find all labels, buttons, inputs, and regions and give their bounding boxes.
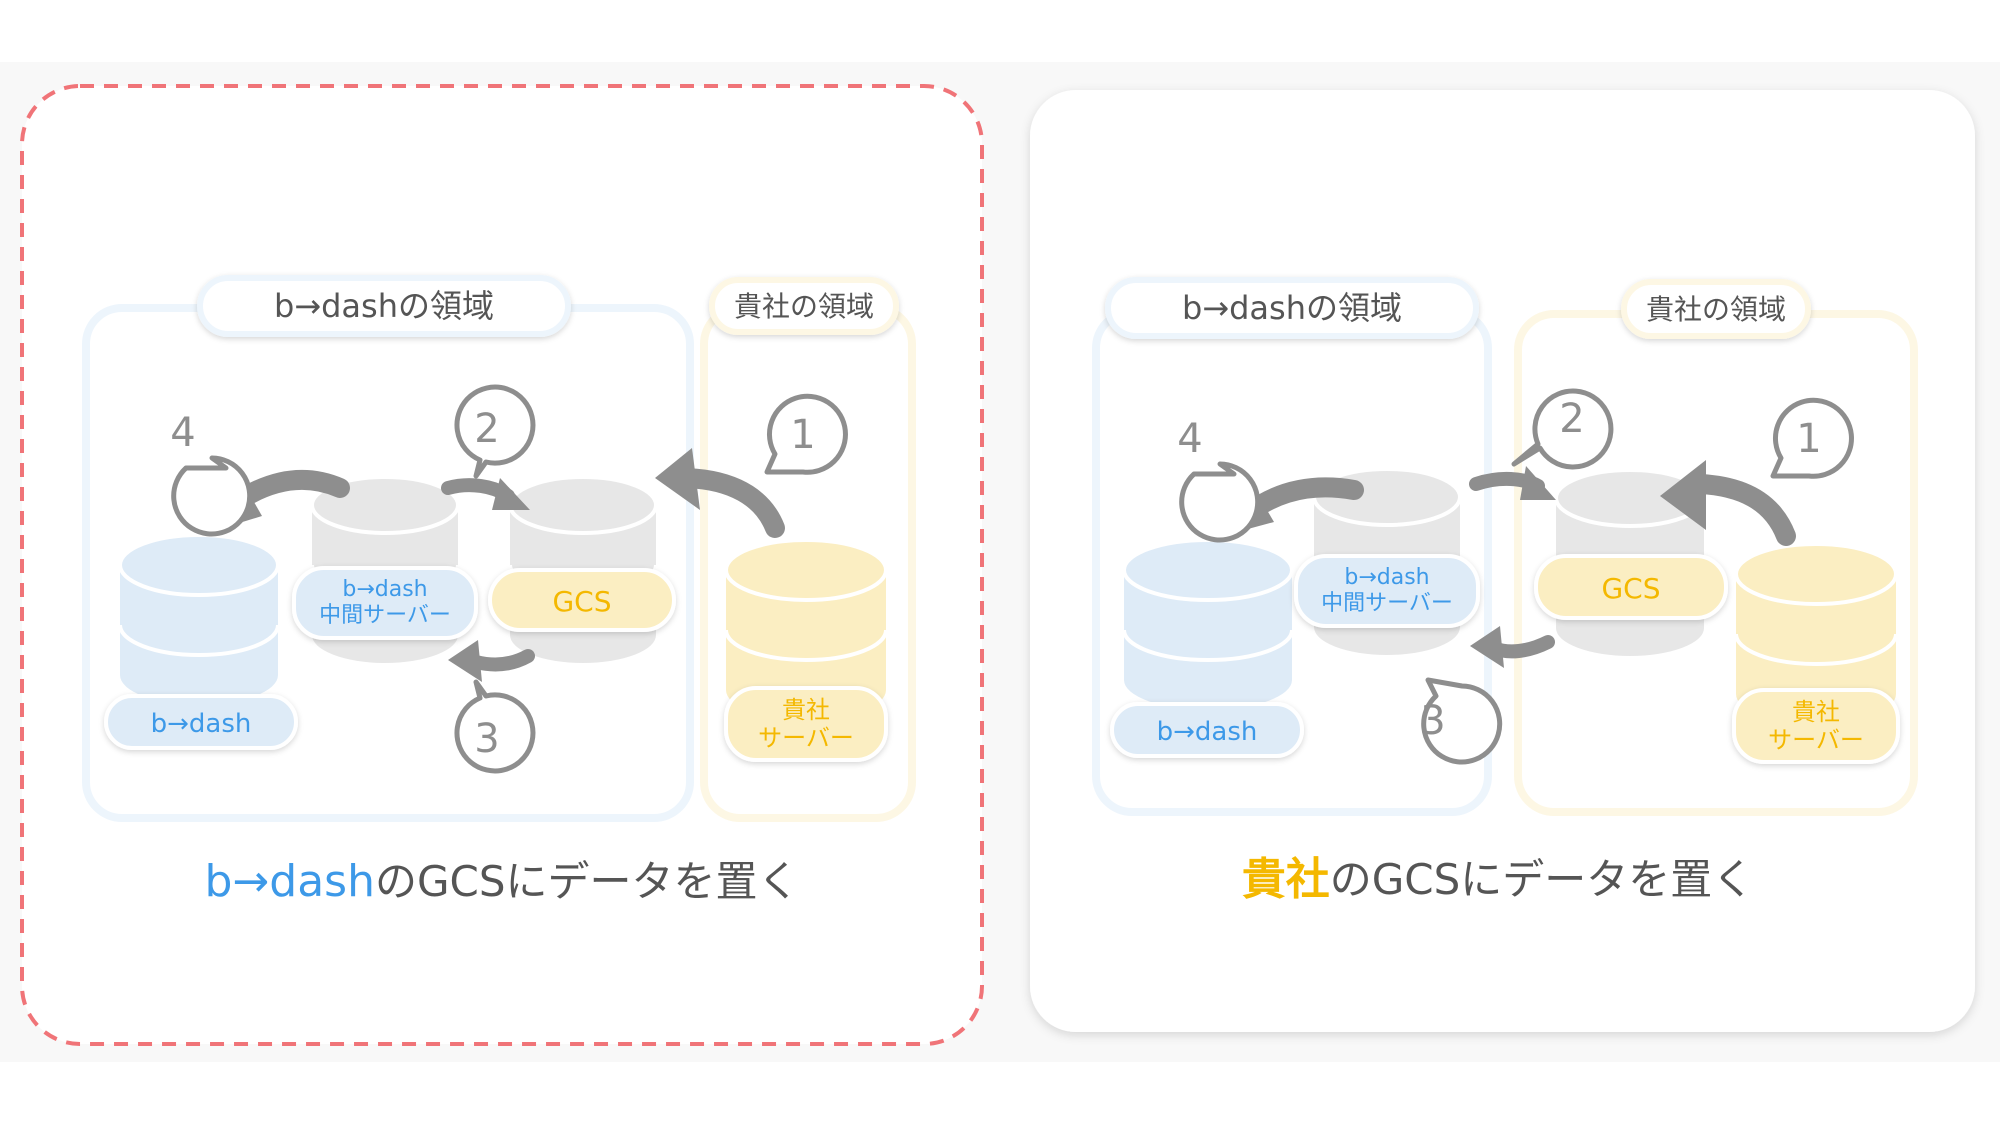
left-db-middle-pill: b→dash 中間サーバー <box>292 566 478 640</box>
right-step-2-bubble: 2 <box>1511 388 1614 470</box>
right-db-bdash-pill: b→dash <box>1110 702 1304 758</box>
left-db-middle-text-2: 中間サーバー <box>319 603 451 628</box>
left-arrows <box>210 448 785 682</box>
left-arrow-3 <box>469 649 535 672</box>
right-db-gcs-pill: GCS <box>1534 554 1728 620</box>
right-step-3-bubble: 3 <box>1420 677 1503 765</box>
left-caption-highlight: b→dash <box>204 856 375 907</box>
right-arrow-4 <box>1252 477 1364 514</box>
right-db-client-text-2: サーバー <box>1768 726 1864 754</box>
right-step-4-bubble: 4 <box>1177 416 1261 543</box>
left-db-client <box>724 538 888 720</box>
left-caption-rest: のGCSにデータを置く <box>375 857 800 906</box>
left-db-bdash <box>118 533 280 705</box>
right-db-middle-pill: b→dash 中間サーバー <box>1294 554 1480 628</box>
left-db-middle-text-1: b→dash <box>342 577 427 602</box>
right-step-2-text: 2 <box>1559 396 1584 442</box>
left-db-gcs-text: GCS <box>552 585 611 618</box>
left-step-1-text: 1 <box>790 412 815 458</box>
right-caption: 貴社のGCSにデータを置く <box>1242 854 1755 905</box>
right-step-3-text: 3 <box>1420 698 1445 744</box>
right-arrow-1 <box>1690 474 1796 546</box>
left-caption: b→dashのGCSにデータを置く <box>204 856 799 907</box>
left-db-gcs-pill: GCS <box>488 568 676 632</box>
left-region-client-label: 貴社の領域 <box>709 277 899 335</box>
right-db-bdash-text: b→dash <box>1157 717 1258 747</box>
right-db-client-pill: 貴社 サーバー <box>1732 688 1900 764</box>
left-panel[interactable]: b→dashの領域 貴社の領域 b→ <box>20 84 984 1046</box>
right-region-client-text: 貴社の領域 <box>1646 293 1786 326</box>
right-region-bdash-label: b→dashの領域 <box>1105 277 1479 339</box>
left-region-bdash-text: b→dashの領域 <box>274 287 494 325</box>
left-step-3-text: 3 <box>474 716 499 762</box>
right-db-middle-text-1: b→dash <box>1344 565 1429 590</box>
left-db-bdash-text: b→dash <box>151 709 252 739</box>
left-step-3-bubble: 3 <box>454 679 536 774</box>
right-caption-rest: のGCSにデータを置く <box>1330 855 1755 904</box>
left-step-2-bubble: 2 <box>454 384 536 479</box>
right-region-bdash-text: b→dashの領域 <box>1182 289 1402 327</box>
left-step-2-text: 2 <box>474 406 499 452</box>
left-step-4-text: 4 <box>170 410 195 456</box>
right-step-1-text: 1 <box>1796 416 1821 462</box>
right-region-client-label: 貴社の領域 <box>1621 279 1811 339</box>
left-db-client-text-1: 貴社 <box>782 696 830 724</box>
right-step-1-bubble: 1 <box>1770 397 1854 479</box>
left-db-client-pill: 貴社 サーバー <box>724 686 888 762</box>
right-panel[interactable]: b→dashの領域 貴社の領域 b→ <box>1030 90 1975 1032</box>
left-step-1-bubble: 1 <box>764 393 848 475</box>
right-db-middle-text-2: 中間サーバー <box>1321 591 1453 616</box>
left-db-bdash-pill: b→dash <box>104 694 298 750</box>
right-db-bdash <box>1122 538 1294 710</box>
right-db-client-text-1: 貴社 <box>1792 698 1840 726</box>
right-step-4-text: 4 <box>1177 416 1202 462</box>
left-arrow-4 <box>240 469 350 504</box>
left-region-bdash-label: b→dashの領域 <box>197 275 571 337</box>
right-db-gcs-text: GCS <box>1601 572 1660 605</box>
left-region-client-text: 貴社の領域 <box>734 290 874 323</box>
left-step-4-bubble: 4 <box>170 410 253 537</box>
left-db-client-text-2: サーバー <box>758 724 854 752</box>
right-db-client <box>1734 542 1898 724</box>
right-caption-highlight: 貴社 <box>1242 854 1330 905</box>
